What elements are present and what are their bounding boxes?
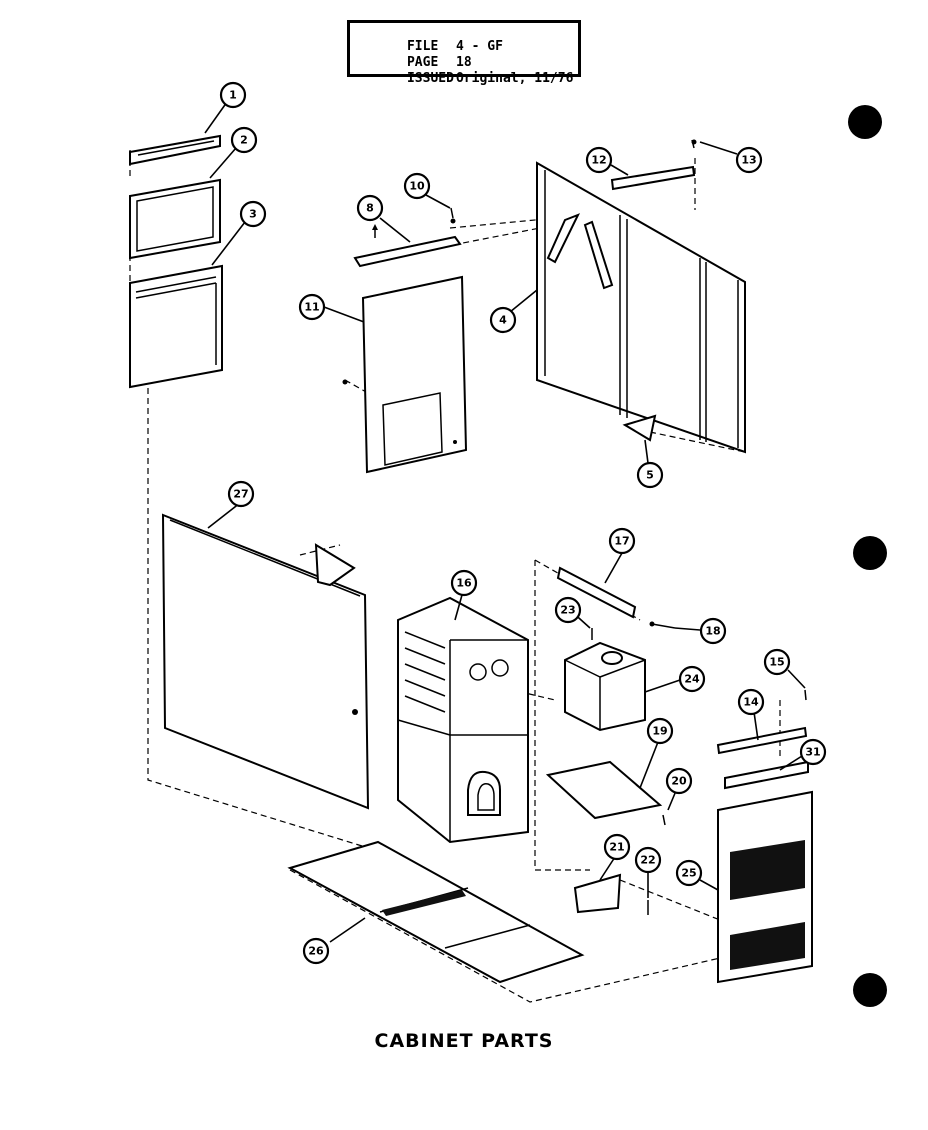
part-16-blower-assembly <box>397 596 529 844</box>
page-label: PAGE <box>406 55 439 70</box>
callout-23-label: 23 <box>560 604 575 617</box>
callout-16-label: 16 <box>456 577 472 590</box>
callout-12-label: 12 <box>591 154 606 167</box>
part-19-tray <box>545 760 663 820</box>
callout-27: 27 <box>227 480 255 508</box>
callout-3-label: 3 <box>249 208 257 221</box>
callout-18-label: 18 <box>705 625 720 638</box>
part-26-base-pan <box>287 840 585 984</box>
page-value: 18 <box>456 55 472 70</box>
part-1-top-strip <box>129 134 221 166</box>
part-14-rail <box>716 726 808 755</box>
part-20-screw <box>662 814 666 826</box>
part-13-screw <box>691 139 697 149</box>
callout-14-label: 14 <box>743 696 759 709</box>
part-11-panel <box>342 275 468 474</box>
callout-leaders <box>204 101 806 943</box>
callout-19-label: 19 <box>652 725 667 738</box>
callout-22-label: 22 <box>640 854 655 867</box>
part-24-junction-box <box>564 641 646 732</box>
callout-10: 10 <box>403 172 431 200</box>
callout-20: 20 <box>665 767 693 795</box>
callout-8-label: 8 <box>366 202 374 215</box>
callout-24-label: 24 <box>684 673 700 686</box>
issued-value: Original, 11/76 <box>456 71 574 86</box>
part-12-rail <box>610 165 696 191</box>
part-3-access-door <box>129 264 223 389</box>
part-5-bracket <box>622 414 657 442</box>
file-row: FILE 4 - GF <box>360 26 503 68</box>
callout-11-label: 11 <box>304 301 319 314</box>
callout-21: 21 <box>603 833 631 861</box>
callout-31-label: 31 <box>805 746 820 759</box>
file-value: 4 - GF <box>456 39 503 54</box>
callout-23: 23 <box>554 596 582 624</box>
part-27-front-panel <box>161 513 370 810</box>
part-8-bracket <box>353 224 462 268</box>
callout-5: 5 <box>636 461 664 489</box>
callout-25-label: 25 <box>681 867 696 880</box>
callout-18: 18 <box>699 617 727 645</box>
callout-2-label: 2 <box>240 134 248 147</box>
callout-15-label: 15 <box>769 656 784 669</box>
part-4-side-panel <box>536 161 746 454</box>
callout-15: 15 <box>763 648 791 676</box>
callout-13: 13 <box>735 146 763 174</box>
callout-22: 22 <box>634 846 662 874</box>
callout-19: 19 <box>646 717 674 745</box>
callout-12: 12 <box>585 146 613 174</box>
callout-16: 16 <box>450 569 478 597</box>
callout-24: 24 <box>678 665 706 693</box>
part-10-screw <box>450 207 456 224</box>
callout-17-label: 17 <box>614 535 629 548</box>
file-label: FILE <box>406 39 439 54</box>
callout-8: 8 <box>356 194 384 222</box>
part-18-screw <box>649 621 676 629</box>
callout-27-label: 27 <box>233 488 248 501</box>
callout-5-label: 5 <box>646 469 654 482</box>
page-row: PAGE 18 <box>360 42 472 84</box>
callout-21-label: 21 <box>609 841 624 854</box>
callout-25: 25 <box>675 859 703 887</box>
callout-14: 14 <box>737 688 765 716</box>
callout-26-label: 26 <box>308 945 324 958</box>
part-17-rail <box>556 566 637 619</box>
binder-hole-bottom <box>853 973 887 1007</box>
part-25-grille-panel <box>717 790 813 984</box>
part-2-filter-frame <box>129 178 221 260</box>
callout-10-label: 10 <box>409 180 425 193</box>
binder-hole-top <box>848 105 882 139</box>
callout-26: 26 <box>302 937 330 965</box>
callout-2: 2 <box>230 126 258 154</box>
callout-13-label: 13 <box>741 154 756 167</box>
issued-label: ISSUED <box>406 71 454 86</box>
callout-1-label: 1 <box>229 89 237 102</box>
callout-20-label: 20 <box>671 775 687 788</box>
part-15-screw <box>804 689 807 701</box>
part-21-bracket <box>573 873 622 914</box>
callout-17: 17 <box>608 527 636 555</box>
callout-1: 1 <box>219 81 247 109</box>
callout-11: 11 <box>298 293 326 321</box>
callout-3: 3 <box>239 200 267 228</box>
callout-4: 4 <box>489 306 517 334</box>
diagram-caption: CABINET PARTS <box>374 1030 554 1052</box>
part-31-strip <box>724 760 809 790</box>
binder-hole-middle <box>853 536 887 570</box>
callout-31: 31 <box>799 738 827 766</box>
callout-4-label: 4 <box>499 314 507 327</box>
